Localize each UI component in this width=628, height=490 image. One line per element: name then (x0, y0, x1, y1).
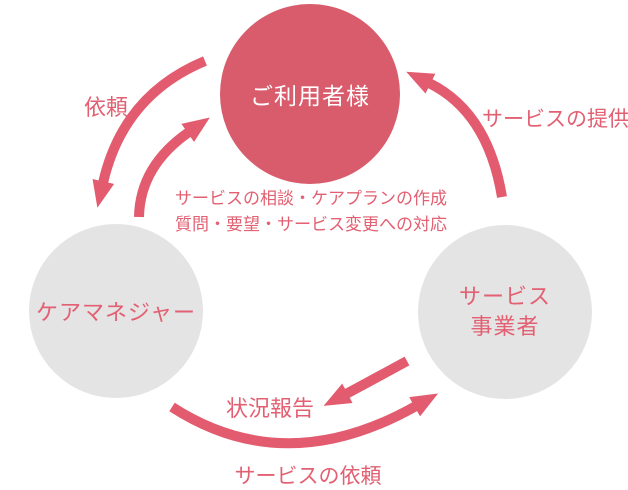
arrow-consult-plan (134, 117, 210, 218)
node-care-manager: ケアマネジャー (29, 224, 203, 398)
node-user-label: ご利用者様 (250, 83, 370, 109)
label-consult-plan: サービスの相談・ケアプランの作成 質問・要望・サービス変更への対応 (150, 186, 472, 238)
label-consult-plan-line2: 質問・要望・サービス変更への対応 (175, 215, 447, 234)
label-request: 依頼 (83, 95, 128, 120)
label-service-order: サービスの依頼 (234, 465, 382, 488)
node-service-provider-label-line1: サービス (458, 283, 551, 309)
label-service-provision: サービスの提供 (482, 108, 628, 131)
node-service-provider-label-line2: 事業者 (470, 314, 540, 339)
arrow-request (92, 56, 207, 208)
node-service-provider: サービス 事業者 (418, 225, 592, 399)
node-user: ご利用者様 (220, 4, 400, 184)
node-care-manager-label: ケアマネジャー (36, 300, 196, 325)
arrow-service-order (169, 393, 439, 449)
label-consult-plan-line1: サービスの相談・ケアプランの作成 (175, 189, 447, 208)
arrow-service-provision (406, 71, 507, 198)
label-status-report: 状況報告 (225, 396, 314, 421)
arrow-status-report (323, 356, 410, 406)
